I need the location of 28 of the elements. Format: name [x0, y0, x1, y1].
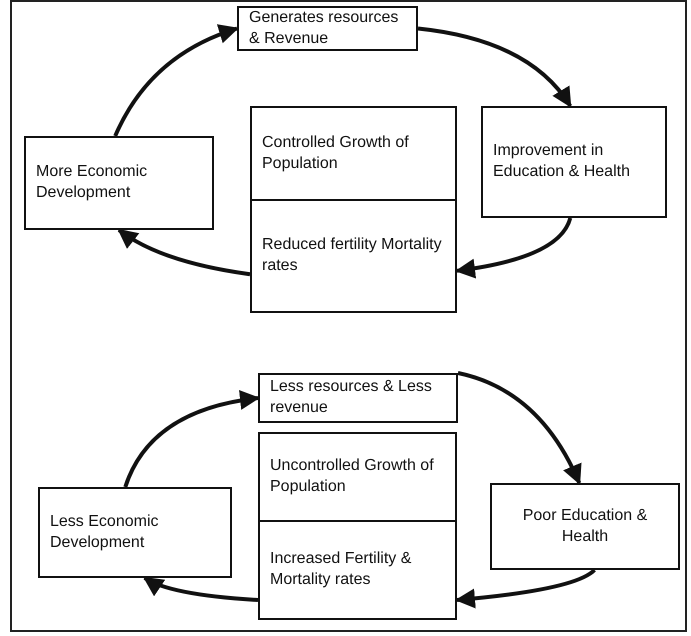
box-text: Increased Fertility & Mortality rates	[270, 549, 412, 590]
process-box	[258, 432, 457, 522]
box-text: Improvement in Education & Health	[493, 141, 631, 182]
process-box	[38, 487, 232, 578]
box-text: Reduced fertility Mortality rates	[262, 235, 443, 276]
box-text: Poor Education & Health	[522, 506, 648, 546]
process-box	[258, 373, 458, 423]
process-box	[481, 106, 667, 218]
curved-arrow	[113, 24, 239, 137]
process-box	[250, 106, 457, 201]
box-text: Generates resources & Revenue	[249, 8, 400, 48]
curved-arrow	[458, 371, 582, 485]
curved-arrow	[142, 576, 258, 602]
box-text: Less Economic Development	[50, 512, 160, 552]
curved-arrow	[123, 390, 260, 488]
process-box	[237, 6, 418, 51]
box-text: Uncontrolled Growth of Population	[270, 456, 435, 497]
process-box	[490, 483, 680, 570]
box-text: More Economic Development	[36, 162, 148, 203]
process-box	[24, 136, 214, 230]
curved-arrow	[418, 26, 572, 108]
curved-arrow	[455, 568, 596, 608]
curved-arrow	[455, 217, 572, 278]
curved-arrow	[117, 228, 250, 276]
process-box	[258, 520, 457, 620]
box-text: Controlled Growth of Population	[262, 132, 410, 174]
box-text: Less resources & Less revenue	[270, 377, 433, 418]
process-box	[250, 199, 457, 313]
